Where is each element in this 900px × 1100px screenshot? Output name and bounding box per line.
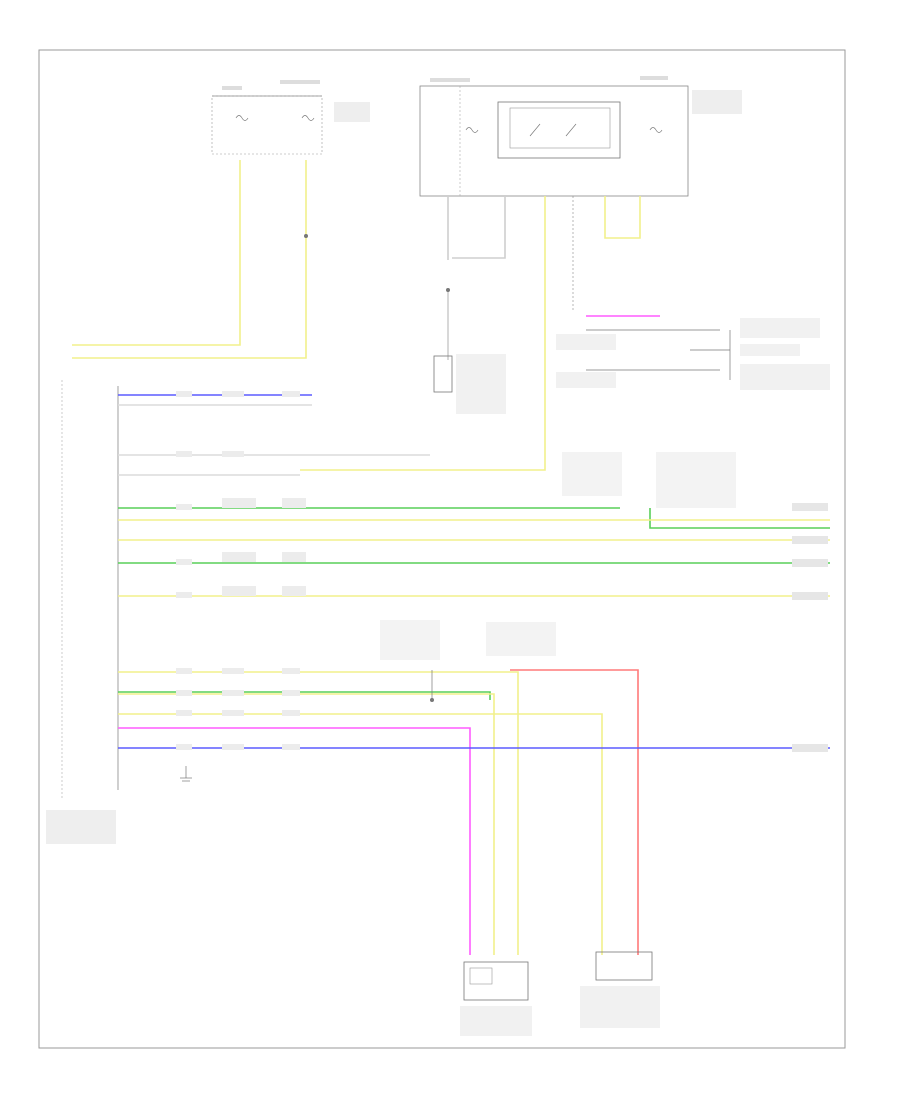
motor-icon <box>433 354 506 414</box>
fuse-panel-left <box>211 80 370 155</box>
splice-icon <box>430 698 434 702</box>
terminal-markers <box>792 503 828 752</box>
wire-yellow-feed-1 <box>72 160 241 346</box>
motor-icon <box>460 961 532 1036</box>
diagram-frame <box>38 49 846 1049</box>
motor-icon <box>580 951 660 1028</box>
wire-yellow-low-1 <box>118 671 519 955</box>
ground-icon <box>180 766 192 782</box>
junction-box-right <box>419 76 742 197</box>
wire-gray-feed-2 <box>452 196 506 259</box>
wire-red <box>510 669 639 955</box>
wire-yellow-feed-2 <box>72 160 307 359</box>
wire-magenta <box>118 727 471 955</box>
fuse-icon <box>649 127 663 133</box>
wire-label-blocks <box>176 391 736 750</box>
wire-yellow-feed-3 <box>300 196 546 471</box>
splice-icon <box>446 288 450 292</box>
switch-cluster-right <box>556 315 830 390</box>
wire-green-1 <box>118 507 830 529</box>
fuse-icon <box>301 115 315 121</box>
relay-icon <box>497 101 621 159</box>
control-module-left <box>46 380 119 844</box>
wire-yellow-feed-4 <box>604 196 641 239</box>
fuse-icon <box>465 127 479 133</box>
splice-icon <box>304 234 308 238</box>
fuse-icon <box>235 115 249 121</box>
wire-yellow-low-3 <box>118 713 603 955</box>
wire-yellow-low-2 <box>118 693 495 955</box>
